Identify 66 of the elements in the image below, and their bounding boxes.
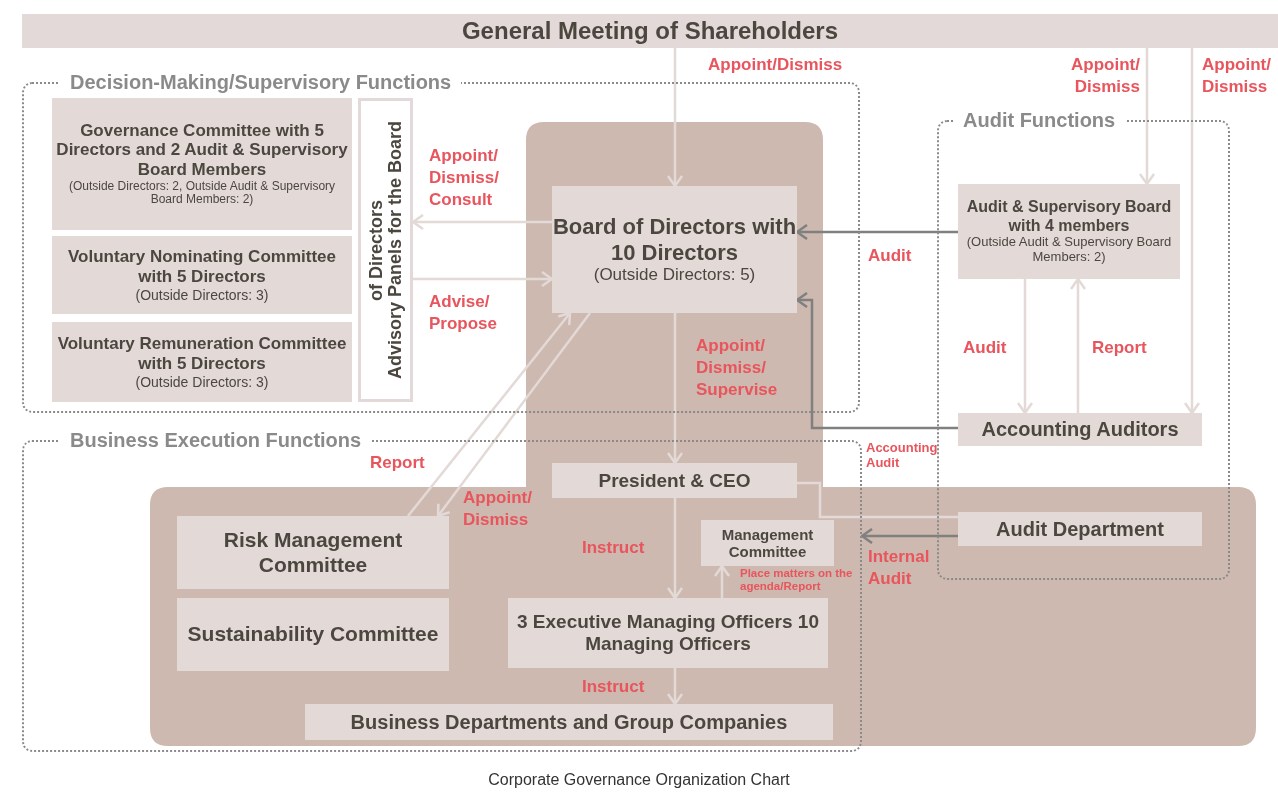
committee-box bbox=[958, 184, 1180, 279]
node-title: Accounting Auditors bbox=[981, 418, 1179, 441]
node-title: 3 Executive Managing Officers 10 Managing Officers bbox=[516, 611, 820, 655]
committee-box bbox=[508, 598, 828, 668]
meeting-band bbox=[22, 14, 1278, 48]
committee-box bbox=[52, 322, 352, 402]
arrow bbox=[666, 48, 684, 188]
connector-line bbox=[797, 481, 958, 519]
committee-box bbox=[305, 704, 833, 740]
edge-label: Appoint/ Dismiss bbox=[1070, 54, 1140, 99]
edge-label: Place matters on the agenda/Report bbox=[740, 567, 854, 594]
edge-label: Appoint/ Dismiss/ Consult bbox=[429, 145, 500, 212]
committee-box bbox=[552, 186, 797, 313]
edge-label: Appoint/ Dismiss/ Supervise bbox=[696, 335, 779, 402]
arrow bbox=[411, 213, 552, 231]
node-subtitle: (Outside Directors: 3) bbox=[135, 373, 269, 390]
node-title: Audit Department bbox=[996, 517, 1164, 541]
node-title: Board of Directors with 10 Directors bbox=[552, 214, 797, 265]
edge-label: Internal Audit bbox=[868, 546, 931, 591]
arrow bbox=[713, 564, 731, 598]
arrow bbox=[436, 312, 591, 518]
node-title: Governance Committee with 5 Directors and 2 Audit & Supervisory Board Members bbox=[55, 120, 349, 180]
arrow bbox=[1138, 48, 1156, 186]
arrow bbox=[666, 498, 684, 600]
node-title: Risk Management Committee bbox=[222, 528, 404, 577]
committee-box bbox=[958, 413, 1202, 446]
node-subtitle: (Outside Directors: 5) bbox=[593, 265, 756, 285]
arrow bbox=[860, 527, 958, 545]
node-title: Business Departments and Group Companies bbox=[350, 710, 788, 734]
arrow bbox=[666, 313, 684, 465]
edge-label: Appoint/ Dismiss bbox=[463, 487, 533, 532]
arrow bbox=[413, 270, 554, 288]
committee-box bbox=[958, 512, 1202, 546]
edge-label: Audit bbox=[868, 245, 912, 267]
node-title: Advisory Panels for the Board of Directors bbox=[366, 119, 405, 382]
node-title: General Meeting of Shareholders bbox=[461, 17, 839, 45]
node-title: Sustainability Committee bbox=[187, 622, 439, 647]
node-title: Management Committee bbox=[720, 525, 815, 561]
arrow bbox=[1016, 279, 1034, 415]
node-subtitle: (Outside Directors: 3) bbox=[135, 286, 269, 303]
edge-label: Report bbox=[1092, 337, 1147, 359]
arrow bbox=[666, 668, 684, 706]
edge-label: Audit bbox=[963, 337, 1007, 359]
node-title: Voluntary Nominating Committee with 5 Directors bbox=[67, 247, 337, 287]
edge-label: Instruct bbox=[582, 676, 645, 698]
committee-box bbox=[177, 516, 449, 589]
arrow bbox=[407, 311, 572, 517]
panel-box bbox=[358, 98, 413, 402]
node-title: Audit & Supervisory Board with 4 members bbox=[965, 198, 1173, 235]
arrow bbox=[1069, 277, 1087, 413]
arrow bbox=[1183, 48, 1201, 415]
committee-box bbox=[52, 98, 352, 230]
caption: Corporate Governance Organization Chart bbox=[487, 771, 791, 789]
node-title: Voluntary Remuneration Committee with 5 Directors bbox=[56, 334, 348, 374]
node-title: President & CEO bbox=[598, 469, 751, 492]
committee-box bbox=[52, 236, 352, 314]
committee-box bbox=[177, 598, 449, 671]
edge-label: Advise/ Propose bbox=[429, 291, 499, 336]
committee-box bbox=[701, 520, 834, 566]
edge-label: Appoint/ Dismiss bbox=[1202, 54, 1272, 99]
node-subtitle: (Outside Directors: 2, Outside Audit & Supervisory Board Members: 2) bbox=[67, 179, 337, 208]
edge-label: Report bbox=[370, 452, 425, 474]
edge-label: Instruct bbox=[582, 537, 645, 559]
edge-label: Appoint/Dismiss bbox=[708, 54, 843, 76]
committee-box bbox=[552, 463, 797, 498]
node-subtitle: (Outside Audit & Supervisory Board Members: 2) bbox=[965, 234, 1173, 265]
